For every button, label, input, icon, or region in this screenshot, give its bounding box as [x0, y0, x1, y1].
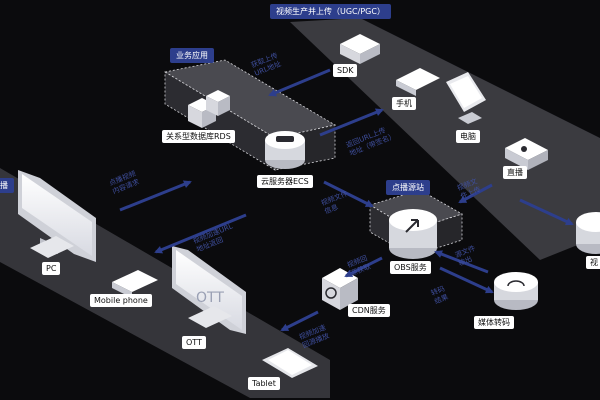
arrow-transcode-result: [434, 250, 489, 274]
computer-label: 电脑: [456, 130, 480, 143]
ott-screen-text: OTT: [196, 290, 224, 306]
sdk-label: SDK: [333, 64, 358, 77]
mobile-phone-label: Mobile phone: [90, 294, 152, 307]
left-edge-section-tag: 播: [0, 178, 14, 193]
rds-icon: [188, 90, 230, 128]
cdn-label: CDN服务: [348, 304, 390, 317]
right-edge-label: 视: [586, 256, 600, 269]
business-section-tag: 业务应用: [170, 48, 214, 63]
pc-label: PC: [42, 262, 61, 275]
right-edge-device-icon: [576, 212, 600, 254]
obs-storage-icon: [389, 209, 437, 259]
pc-monitor-icon: [18, 170, 96, 262]
ugc-section-tag: 视频生产并上传（UGC/PGC）: [270, 4, 391, 19]
arrow-ecs-obs: [323, 180, 374, 208]
obs-label: OBS服务: [390, 261, 431, 274]
vod-origin-section-tag: 点播源站: [386, 180, 430, 195]
arrow-upload-to-obs: [458, 183, 493, 204]
transcode-label: 媒体转码: [474, 316, 514, 329]
computer-icon: [446, 72, 486, 124]
tablet-icon: [262, 348, 318, 378]
phone-label: 手机: [392, 97, 416, 110]
phone-icon: [396, 68, 440, 96]
live-label: 直播: [503, 166, 527, 179]
arrow-url-return: [154, 213, 247, 254]
live-device-icon: [505, 138, 548, 170]
arrow-playback-request: [119, 180, 192, 212]
ecs-label: 云服务器ECS: [257, 175, 313, 188]
rds-label: 关系型数据库RDS: [162, 130, 235, 143]
arrow-source-output: [439, 266, 494, 294]
ott-label: OTT: [182, 336, 206, 349]
ecs-server-icon: [265, 131, 305, 169]
upload-band: [290, 18, 600, 260]
flow-arrows: [119, 68, 574, 332]
arrow-business-to-ugc: [319, 108, 384, 137]
arrow-accelerated-play: [280, 310, 319, 332]
arrow-to-right-edge: [519, 198, 574, 226]
sdk-icon: [340, 34, 380, 64]
ott-tv-icon: OTT: [172, 246, 246, 334]
media-transcode-icon: [494, 272, 538, 310]
tablet-label: Tablet: [248, 377, 280, 390]
arrow-cdn-origin: [344, 256, 383, 278]
arrow-ugc-to-business: [268, 68, 331, 97]
